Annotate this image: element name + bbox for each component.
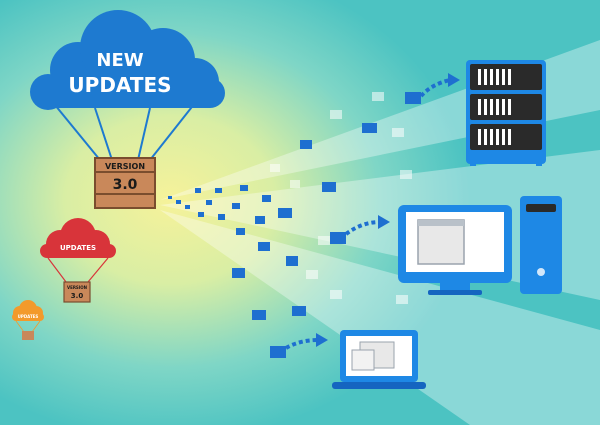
data-packets — [168, 123, 377, 320]
tiny-parachute: UPDATES — [12, 300, 44, 340]
crate-version-value: 3.0 — [113, 177, 138, 193]
parachute-ropes — [54, 102, 196, 161]
faded-packets — [270, 92, 412, 304]
desktop-computer — [398, 196, 562, 295]
cloud-canopy — [30, 10, 225, 110]
tiny-parachute-label: UPDATES — [18, 314, 39, 319]
laptop — [332, 330, 426, 389]
arrow-to-desktop — [330, 215, 390, 244]
arrow-to-server — [405, 73, 460, 104]
parachute-title-line2: UPDATES — [68, 73, 171, 97]
crate-version-label: VERSION — [105, 162, 145, 171]
server-rack — [466, 60, 546, 166]
small-parachute: UPDATES VERSION 3.0 — [40, 218, 116, 303]
version-crate: VERSION 3.0 — [94, 157, 156, 209]
small-crate-value: 3.0 — [71, 292, 84, 300]
small-canopy — [40, 218, 116, 258]
arrow-to-laptop — [270, 333, 328, 358]
small-crate-label: VERSION — [67, 285, 87, 290]
tiny-crate — [22, 331, 34, 340]
small-crate: VERSION 3.0 — [63, 281, 91, 303]
main-parachute: NEW UPDATES VERSION 3.0 — [30, 10, 225, 209]
small-parachute-label: UPDATES — [60, 244, 96, 252]
parachute-title-line1: NEW — [96, 50, 143, 71]
